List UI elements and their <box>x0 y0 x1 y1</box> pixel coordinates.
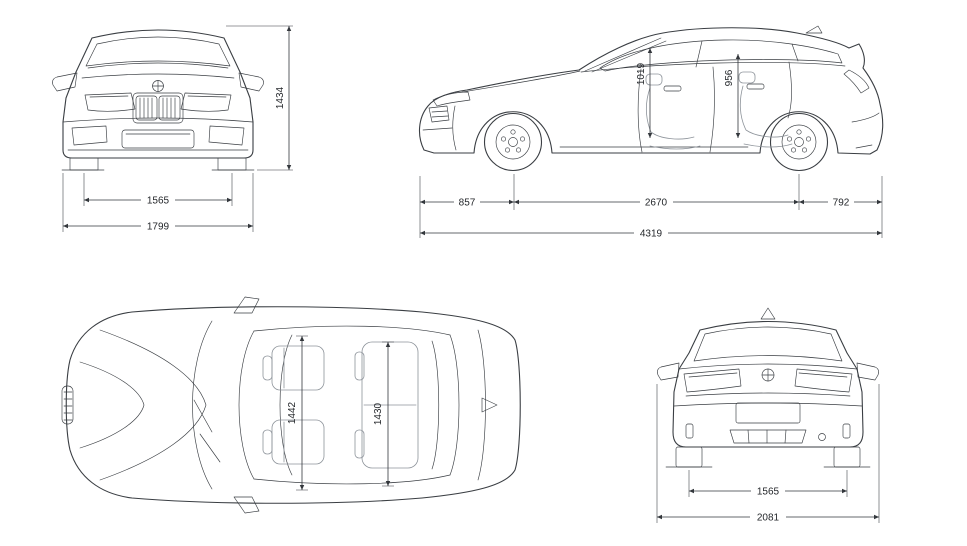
front-view-drawing <box>52 29 264 171</box>
dim-label-rear-shoulder-width: 1430 <box>373 402 384 425</box>
rear-door-seam <box>709 66 715 153</box>
taillight-side <box>843 69 870 94</box>
side-headlight <box>432 91 471 107</box>
front-track-width-dimension: 1565 <box>83 173 233 207</box>
front-view: 1434 1565 1799 <box>52 25 293 233</box>
front-door-seam <box>637 68 643 153</box>
c-pillar <box>791 43 799 62</box>
dim-label-overall-length: 4319 <box>640 229 663 240</box>
top-view-drawing <box>61 296 521 514</box>
top-view: 1442 1430 <box>61 296 521 514</box>
dim-label-wheelbase: 2670 <box>645 198 668 209</box>
front-wheels <box>69 157 247 171</box>
front-overall-width-dimension: 1799 <box>62 173 254 233</box>
license-plate <box>735 402 801 424</box>
windshield-base <box>192 320 213 490</box>
dim-label-front-shoulder-width: 1442 <box>287 401 298 424</box>
dim-label-front-interior-height: 1019 <box>636 62 647 85</box>
side-bottom-dimensions: 857 2670 792 4319 <box>419 174 883 240</box>
rear-view: 1565 2081 <box>656 307 880 524</box>
rear-diffuser <box>729 429 826 444</box>
rear-track-width-dimension: 1565 <box>688 470 848 498</box>
right-reflector <box>842 423 851 439</box>
taillights <box>683 368 853 393</box>
front-interior-height-dimension: 1019 <box>636 48 653 138</box>
left-reflector <box>685 423 694 439</box>
rear-view-drawing <box>657 307 879 468</box>
dim-label-overall-width: 1799 <box>147 222 170 233</box>
side-view-drawing <box>419 25 884 172</box>
wipers <box>193 399 221 463</box>
headlight-right <box>180 92 232 112</box>
bmw-roundel-front <box>152 80 164 92</box>
dim-label-overall-height: 1434 <box>275 86 286 109</box>
dim-label-front-overhang: 857 <box>459 198 476 209</box>
top-right-mirror <box>233 496 260 514</box>
headlight-left <box>84 92 136 112</box>
rear-left-mirror <box>657 362 680 381</box>
antenna-fin <box>805 25 823 34</box>
dim-label-rear-track-width: 1565 <box>757 487 780 498</box>
exhaust-tip <box>818 433 826 441</box>
interior-seats <box>645 71 793 150</box>
windshield-top <box>238 330 255 480</box>
dim-label-rear-overhang: 792 <box>833 198 850 209</box>
top-grille <box>61 385 74 425</box>
overall-length-dimension: 4319 <box>420 227 882 240</box>
front-wheel <box>483 112 543 172</box>
top-antenna-fin <box>481 397 498 413</box>
front-door-handle <box>663 85 682 92</box>
front-air-intakes <box>71 125 245 149</box>
rear-antenna-fin <box>760 307 776 320</box>
front-shoulder-width-dimension: 1442 <box>287 335 308 491</box>
rear-interior-height-dimension: 956 <box>724 54 741 138</box>
rear-door-handle <box>746 83 765 90</box>
roof-sides <box>253 325 451 485</box>
kidney-grille <box>132 92 184 124</box>
rear-shoulder-width-dimension: 1430 <box>373 341 394 487</box>
front-overall-height-dimension: 1434 <box>226 25 293 171</box>
top-left-mirror <box>233 296 260 314</box>
dim-label-rear-interior-height: 956 <box>724 69 735 86</box>
wheelbase-dimension: 2670 <box>514 196 799 209</box>
roof-panel-line <box>279 334 293 476</box>
side-view: 1019 956 857 2670 792 <box>419 25 884 240</box>
windshield <box>584 37 667 73</box>
rear-window-edge <box>449 334 460 476</box>
rear-right-mirror <box>856 362 879 381</box>
hood-line <box>99 329 207 481</box>
front-left-mirror <box>52 72 78 92</box>
side-glass <box>599 39 843 72</box>
width-incl-mirrors-dimension: 2081 <box>656 384 880 524</box>
dim-label-front-track-width: 1565 <box>147 196 170 207</box>
rear-window <box>693 326 843 362</box>
rear-overhang-dimension: 792 <box>799 196 882 209</box>
bmw-roundel-rear <box>761 368 775 382</box>
rear-wheel <box>769 112 829 172</box>
dim-label-width-incl-mirrors: 2081 <box>757 513 780 524</box>
front-right-mirror <box>238 72 264 92</box>
b-pillar <box>695 40 703 68</box>
front-overhang-dimension: 857 <box>420 196 514 209</box>
rear-wheels <box>675 446 861 468</box>
hatch-edge <box>477 329 486 481</box>
